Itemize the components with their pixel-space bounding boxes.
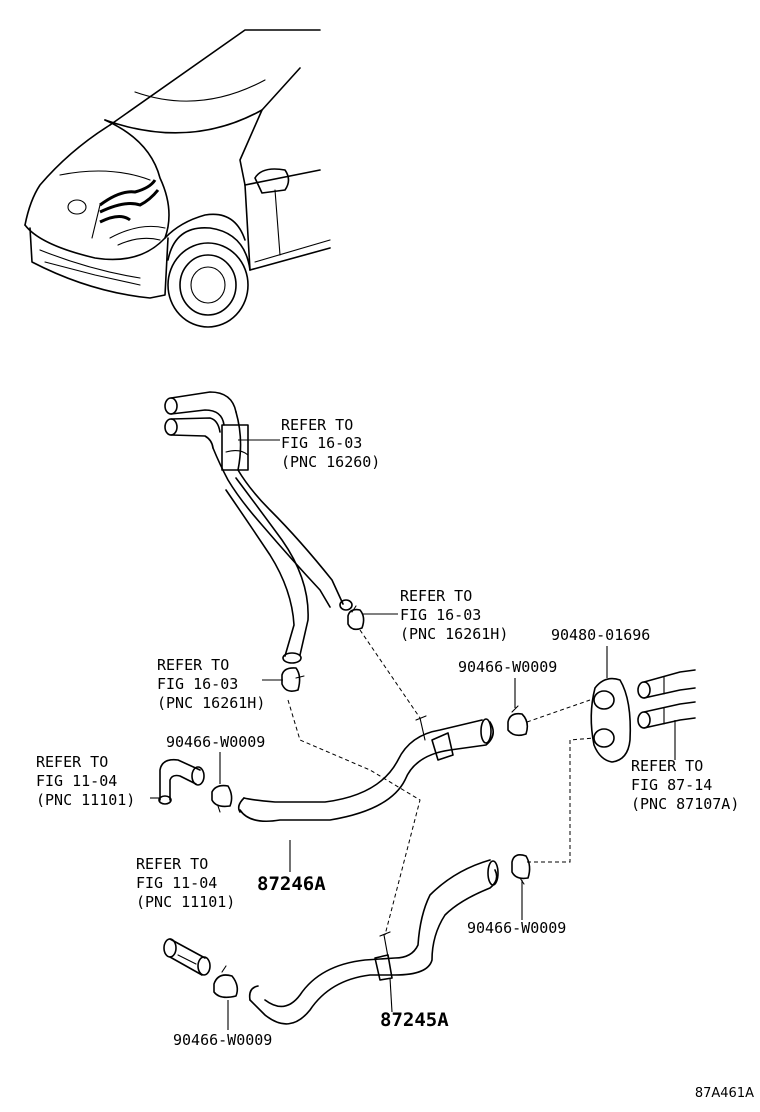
grommet-90480-01696: [590, 677, 632, 763]
callout-refer-16261-left: REFER TO FIG 16-03 (PNC 16261H): [157, 656, 265, 712]
part-number-clamp-upper-left: 90466-W0009: [166, 733, 265, 751]
part-number-clamp-lower-left: 90466-W0009: [173, 1031, 272, 1049]
clamp-90466-right: [511, 854, 531, 885]
clamp-90466-lower-left: [213, 965, 239, 999]
heater-pipes-87107: [637, 669, 696, 729]
hose-87245a: [248, 859, 499, 1025]
callout-line: (PNC 87107A): [631, 795, 739, 813]
callout-refer-16261-right: REFER TO FIG 16-03 (PNC 16261H): [400, 587, 508, 643]
callout-line: FIG 87-14: [631, 776, 712, 794]
callout-line: (PNC 16261H): [157, 694, 265, 712]
callout-refer-11101-lower: REFER TO FIG 11-04 (PNC 11101): [136, 855, 235, 911]
callout-line: REFER TO: [157, 656, 229, 674]
clamp-90466-upper-left: [211, 784, 233, 813]
elbow-hose-11101-upper: [158, 758, 205, 805]
callout-line: (PNC 11101): [36, 791, 135, 809]
clamp-16261-left: [281, 667, 305, 692]
callout-refer-11101-upper: REFER TO FIG 11-04 (PNC 11101): [36, 753, 135, 809]
callout-line: REFER TO: [36, 753, 108, 771]
figure-code: 87A461A: [695, 1086, 754, 1101]
clamp-16261-right: [347, 605, 365, 631]
hose-11101-lower: [163, 938, 211, 976]
callout-line: REFER TO: [281, 416, 353, 434]
part-number-hose-87246a: 87246A: [257, 873, 326, 895]
clamp-90466-top-right: [507, 705, 529, 737]
callout-line: REFER TO: [400, 587, 472, 605]
callout-line: FIG 16-03: [157, 675, 238, 693]
callout-line: REFER TO: [631, 757, 703, 775]
callout-line: FIG 11-04: [136, 874, 217, 892]
assembly-lines: [287, 629, 595, 936]
car-illustration: [24, 29, 331, 328]
callout-line: (PNC 16260): [281, 453, 380, 471]
upper-hose-assembly: [164, 391, 353, 664]
hose-87246a: [237, 715, 494, 823]
part-number-clamp-right: 90466-W0009: [467, 919, 566, 937]
callout-line: REFER TO: [136, 855, 208, 873]
callout-line: FIG 16-03: [281, 434, 362, 452]
callout-line: (PNC 16261H): [400, 625, 508, 643]
callout-line: FIG 11-04: [36, 772, 117, 790]
part-number-clamp-top-right: 90466-W0009: [458, 658, 557, 676]
callout-line: (PNC 11101): [136, 893, 235, 911]
callout-refer-87107: REFER TO FIG 87-14 (PNC 87107A): [631, 757, 739, 813]
part-number-hose-87245a: 87245A: [380, 1009, 449, 1031]
callout-refer-16260: REFER TO FIG 16-03 (PNC 16260): [281, 416, 380, 471]
leader-lines: [150, 439, 676, 1030]
part-number-grommet: 90480-01696: [551, 626, 650, 644]
callout-line: FIG 16-03: [400, 606, 481, 624]
